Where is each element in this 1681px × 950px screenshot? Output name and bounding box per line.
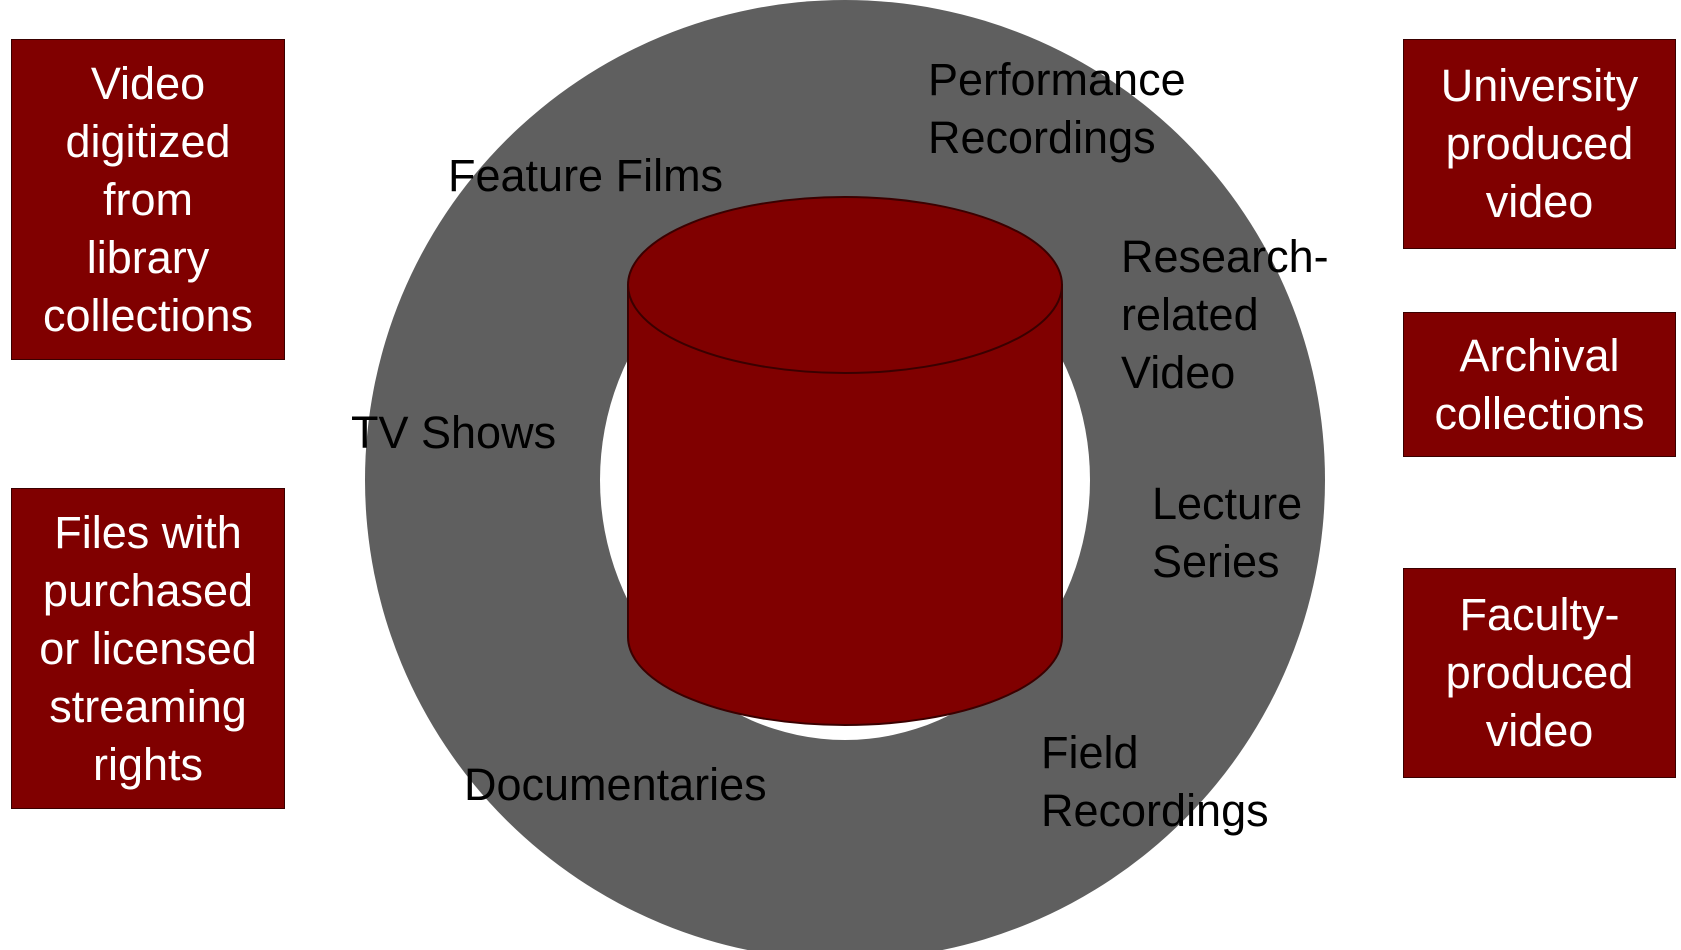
ring-label-documentaries: Documentaries — [464, 756, 767, 814]
ring-label-feature-films: Feature Films — [448, 147, 723, 205]
text-line: Feature Films — [448, 150, 724, 201]
text-line: purchased — [42, 564, 254, 616]
text-line: Research- — [1121, 231, 1329, 282]
text-line: Faculty- — [1459, 589, 1620, 640]
text-line: Lecture — [1152, 478, 1303, 529]
source-box-licensed: Files with purchased or licensed streami… — [11, 488, 285, 809]
text-line: collections — [42, 289, 254, 341]
ring-label-research: Research- related Video — [1121, 228, 1329, 402]
text-line: streaming — [49, 680, 247, 732]
source-box-university: University produced video — [1403, 39, 1676, 249]
ring-label-field: Field Recordings — [1041, 724, 1269, 840]
text-line: University — [1440, 60, 1639, 111]
text-line: collections — [1434, 387, 1645, 439]
text-line: video — [1485, 705, 1594, 756]
text-line: Documentaries — [464, 759, 767, 810]
text-line: produced — [1445, 647, 1634, 698]
source-box-library-text: Video digitized from library collections — [43, 55, 253, 345]
source-box-university-text: University produced video — [1441, 57, 1639, 231]
repository-cylinder — [627, 196, 1063, 726]
text-line: Recordings — [1041, 785, 1269, 836]
text-line: Field — [1041, 727, 1139, 778]
text-line: Video — [90, 57, 206, 109]
text-line: digitized — [65, 115, 231, 167]
ring-label-lecture: Lecture Series — [1152, 475, 1302, 591]
text-line: Files with — [54, 506, 242, 558]
source-box-archival: Archival collections — [1403, 312, 1676, 457]
text-line: or licensed — [39, 622, 257, 674]
source-box-licensed-text: Files with purchased or licensed streami… — [39, 504, 257, 794]
text-line: related — [1121, 289, 1259, 340]
text-line: Recordings — [928, 112, 1156, 163]
cylinder-body — [627, 284, 1063, 726]
source-box-faculty-text: Faculty- produced video — [1446, 586, 1634, 760]
text-line: Performance — [928, 54, 1186, 105]
text-line: from — [102, 173, 193, 225]
cylinder-top — [627, 196, 1063, 374]
text-line: Archival — [1459, 329, 1620, 381]
text-line: TV Shows — [351, 407, 557, 458]
text-line: rights — [92, 738, 204, 790]
text-line: library — [86, 231, 210, 283]
text-line: produced — [1445, 118, 1634, 169]
source-box-library: Video digitized from library collections — [11, 39, 285, 360]
text-line: Video — [1121, 347, 1236, 398]
ring-label-tv-shows: TV Shows — [351, 404, 556, 462]
source-box-faculty: Faculty- produced video — [1403, 568, 1676, 778]
text-line: video — [1485, 176, 1594, 227]
text-line: Series — [1152, 536, 1280, 587]
source-box-archival-text: Archival collections — [1434, 327, 1644, 443]
ring-label-performance: Performance Recordings — [928, 51, 1186, 167]
